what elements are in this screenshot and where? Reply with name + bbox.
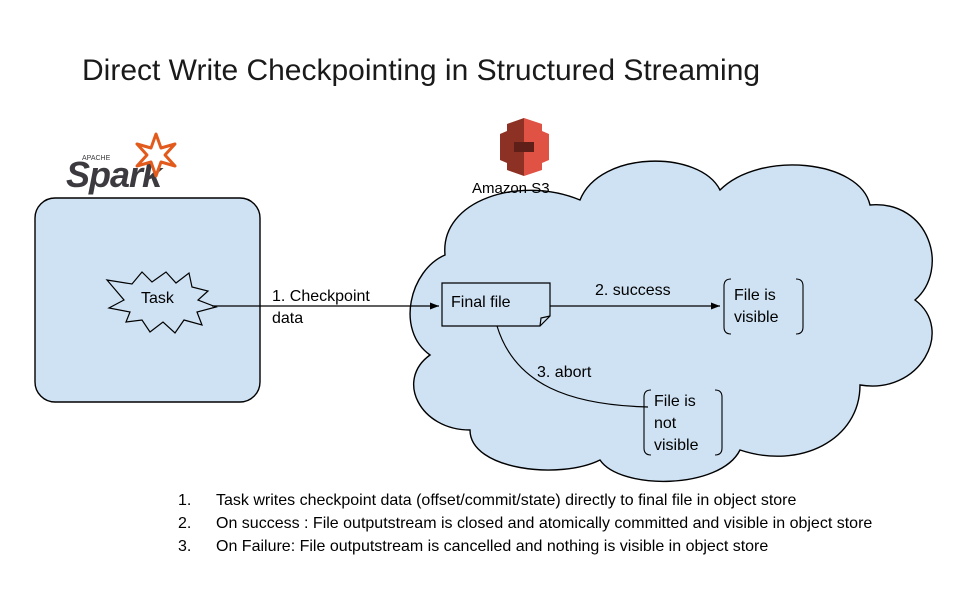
not-visible-bracket-left	[643, 389, 652, 456]
spark-logo: APACHE Spark	[66, 132, 177, 195]
task-label: Task	[141, 290, 174, 307]
not-visible-label-line3: visible	[654, 437, 699, 454]
edge-abort-label: 3. abort	[537, 364, 592, 381]
final-file-node	[441, 282, 551, 327]
not-visible-label-line2: not	[654, 415, 677, 432]
final-file-label: Final file	[451, 294, 511, 311]
edge-success-label: 2. success	[595, 282, 671, 299]
task-burst	[105, 271, 218, 334]
spark-star-icon	[135, 132, 177, 178]
s3-bucket-icon	[500, 118, 549, 176]
diagram-title: Direct Write Checkpointing in Structured…	[82, 54, 761, 87]
visible-label-line1: File is	[734, 287, 776, 304]
edge-abort	[496, 325, 649, 408]
s3-cloud	[409, 160, 933, 482]
edge-checkpoint-label-line1: 1. Checkpoint	[272, 288, 370, 305]
note-item: 1. Task writes checkpoint data (offset/c…	[178, 490, 938, 511]
spark-logo-apache: APACHE	[82, 155, 111, 162]
note-number: 1.	[178, 492, 192, 509]
note-text: Task writes checkpoint data (offset/comm…	[216, 492, 797, 509]
not-visible-label-line1: File is	[654, 393, 696, 410]
note-text: On Failure: File outputstream is cancell…	[216, 538, 769, 555]
final-file-fold	[539, 315, 551, 327]
note-item: 2. On success : File outputstream is clo…	[178, 513, 938, 534]
note-number: 2.	[178, 515, 192, 532]
visible-bracket-left	[723, 278, 732, 335]
note-number: 3.	[178, 538, 192, 555]
note-item: 3. On Failure: File outputstream is canc…	[178, 536, 938, 557]
notes-list: 1. Task writes checkpoint data (offset/c…	[178, 490, 938, 559]
note-text: On success : File outputstream is closed…	[216, 515, 873, 532]
visible-bracket-right	[795, 278, 804, 335]
not-visible-bracket-right	[714, 389, 723, 456]
visible-label-line2: visible	[734, 309, 779, 326]
edge-checkpoint-label-line2: data	[272, 310, 304, 327]
s3-logo-label: Amazon S3	[472, 180, 550, 197]
